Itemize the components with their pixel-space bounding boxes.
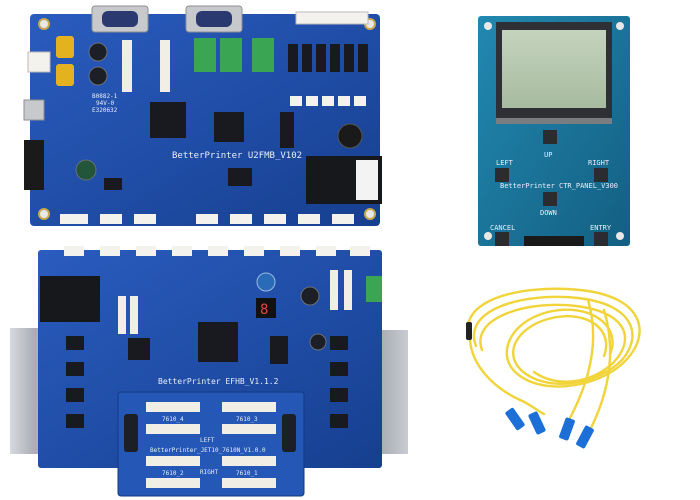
- sc-connector-icon: [505, 407, 525, 431]
- adapter-board-pcb: [117, 391, 305, 497]
- terminal-block-icon: [252, 38, 274, 72]
- entry-label: ENTRY: [590, 224, 612, 232]
- mount-hole-icon: [38, 208, 50, 220]
- ffc-connector-icon: [122, 40, 132, 92]
- ffc-rows: [118, 270, 352, 334]
- adapter-label-t2: 7610_3: [236, 416, 258, 423]
- seven-segment-display: [256, 298, 276, 318]
- up-label: UP: [544, 151, 552, 159]
- driver-chips: [288, 44, 368, 72]
- ribbon-header-icon: [24, 140, 44, 190]
- segment-digit: 8: [260, 302, 268, 318]
- right-button[interactable]: [594, 168, 608, 182]
- capacitor-icon: [282, 414, 296, 452]
- usb-port-icon: [23, 99, 45, 121]
- tantalum-capacitor-icon: [56, 36, 74, 58]
- mount-hole-icon: [38, 18, 50, 30]
- capacitor-icon: [124, 414, 138, 452]
- right-label: RIGHT: [588, 159, 610, 167]
- lcd-screen: [502, 30, 606, 108]
- chip-icon: [128, 338, 150, 360]
- down-label: DOWN: [540, 209, 557, 217]
- ffc-connector-icon: [160, 40, 170, 92]
- cancel-button[interactable]: [495, 232, 509, 246]
- entry-button[interactable]: [594, 232, 608, 246]
- fiber-connectors: [466, 322, 594, 449]
- main-board-title: BetterPrinter U2FMB_V102: [172, 151, 302, 161]
- left-label: LEFT: [496, 159, 514, 167]
- mount-hole-icon: [364, 208, 376, 220]
- db15-connector-icon: [91, 5, 149, 33]
- up-button[interactable]: [543, 130, 557, 144]
- capacitor-icon: [256, 272, 276, 292]
- sc-connector-icon: [528, 411, 546, 435]
- adapter-title: BetterPrinter_JET10_7610N_V1.0.0: [150, 447, 266, 454]
- panel-title: BetterPrinter CTR_PANEL_V300: [500, 182, 618, 190]
- capacitor-icon: [88, 42, 108, 62]
- board-code-2: 94V-0: [96, 100, 114, 107]
- mount-hole-icon: [484, 22, 492, 30]
- power-connector-icon: [27, 51, 51, 73]
- cancel-label: CANCEL: [490, 224, 515, 232]
- lcd-edge: [496, 118, 612, 124]
- control-panel: UP LEFT RIGHT BetterPrinter CTR_PANEL_V3…: [478, 16, 630, 246]
- board-code-1: B0882-1: [92, 93, 118, 100]
- left-button[interactable]: [495, 168, 509, 182]
- adapter-label-left: LEFT: [200, 437, 215, 444]
- chip-icon: [280, 112, 294, 148]
- mosfet-rows: [66, 336, 348, 428]
- chip-icon: [228, 168, 252, 186]
- sc-connector-icon: [559, 417, 575, 441]
- capacitor-icon: [88, 66, 108, 86]
- sc-connector-icon: [576, 425, 594, 449]
- top-connectors: [64, 246, 370, 256]
- head-board-title: BetterPrinter EFHB_V1.1.2: [158, 377, 279, 386]
- adapter-label-right: RIGHT: [200, 469, 218, 476]
- tantalum-capacitor-icon: [56, 64, 74, 86]
- capacitor-icon: [300, 286, 320, 306]
- board-code-3: E320632: [92, 107, 118, 114]
- chip-icon: [270, 336, 288, 364]
- jst-connectors: [290, 96, 366, 106]
- terminal-block-icon: [220, 38, 242, 72]
- panel-header-icon: [524, 236, 584, 246]
- adapter-label-t4: 7610_1: [236, 470, 258, 477]
- fiber-cable-icon: [466, 287, 641, 432]
- capacitor-icon: [75, 159, 97, 181]
- cable-boot-icon: [466, 322, 472, 340]
- terminal-block-icon: [366, 276, 382, 302]
- fpga-chip-icon: [214, 112, 244, 142]
- processor-chip-icon: [150, 102, 186, 138]
- bottom-connectors: [60, 214, 354, 224]
- chip-icon: [104, 178, 122, 190]
- mount-hole-icon: [616, 232, 624, 240]
- adapter-board: 7610_4 7610_3 LEFT RIGHT BetterPrinter_J…: [117, 391, 305, 497]
- adapter-ffc-left: [146, 402, 200, 488]
- capacitor-icon: [309, 333, 327, 351]
- down-button[interactable]: [543, 192, 557, 206]
- mount-hole-icon: [484, 232, 492, 240]
- fiber-module-icon: [40, 276, 100, 322]
- buzzer-icon: [337, 123, 363, 149]
- module-label-icon: [356, 160, 378, 200]
- db15-connector-icon: [185, 5, 243, 33]
- adapter-label-t3: 7610_2: [162, 470, 184, 477]
- main-board: BetterPrinter U2FMB_V102 B0882-1 94V-0 E…: [23, 5, 382, 226]
- terminal-block-icon: [194, 38, 216, 72]
- adapter-label-t1: 7610_4: [162, 416, 184, 423]
- adapter-ffc-right: [222, 402, 276, 488]
- mount-hole-icon: [616, 22, 624, 30]
- fpga-chip-icon: [198, 322, 238, 362]
- header-connector-icon: [295, 11, 369, 25]
